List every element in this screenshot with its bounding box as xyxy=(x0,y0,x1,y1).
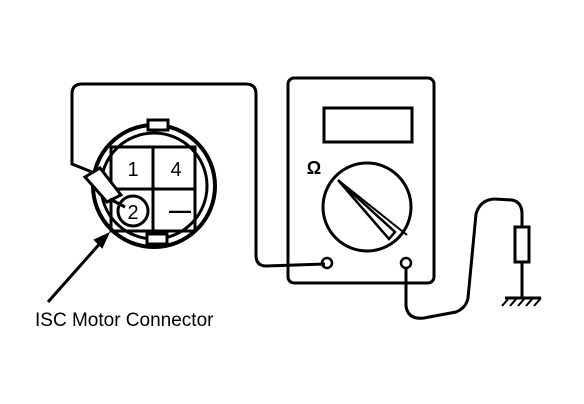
ground-symbol xyxy=(501,296,542,307)
connector-callout-arrow xyxy=(46,231,111,303)
test-lead-wire xyxy=(70,82,326,268)
connector-bottom-tab xyxy=(145,232,169,246)
ground-lead-wire xyxy=(404,197,524,320)
isc-motor-connector: 1 4 — 2 xyxy=(91,118,217,249)
meter-terminal-ohm xyxy=(399,256,413,270)
meter-terminal-com xyxy=(320,256,334,270)
ground-probe xyxy=(513,225,531,298)
ohm-symbol: Ω xyxy=(307,158,321,178)
connector-caption: ISC Motor Connector xyxy=(35,310,214,331)
pin-2-circle xyxy=(116,194,150,228)
pin-2-label: 2 xyxy=(127,202,138,224)
pin-1-label: 1 xyxy=(127,159,138,181)
dial-pointer xyxy=(337,179,397,241)
meter-display xyxy=(322,106,414,144)
meter-dial xyxy=(321,161,413,253)
connector-probe xyxy=(82,166,126,209)
connector-top-tab xyxy=(146,118,170,132)
pin-4-label: 4 xyxy=(170,159,181,181)
pin-blank-label: — xyxy=(169,198,191,223)
ohmmeter: Ω xyxy=(286,76,436,285)
